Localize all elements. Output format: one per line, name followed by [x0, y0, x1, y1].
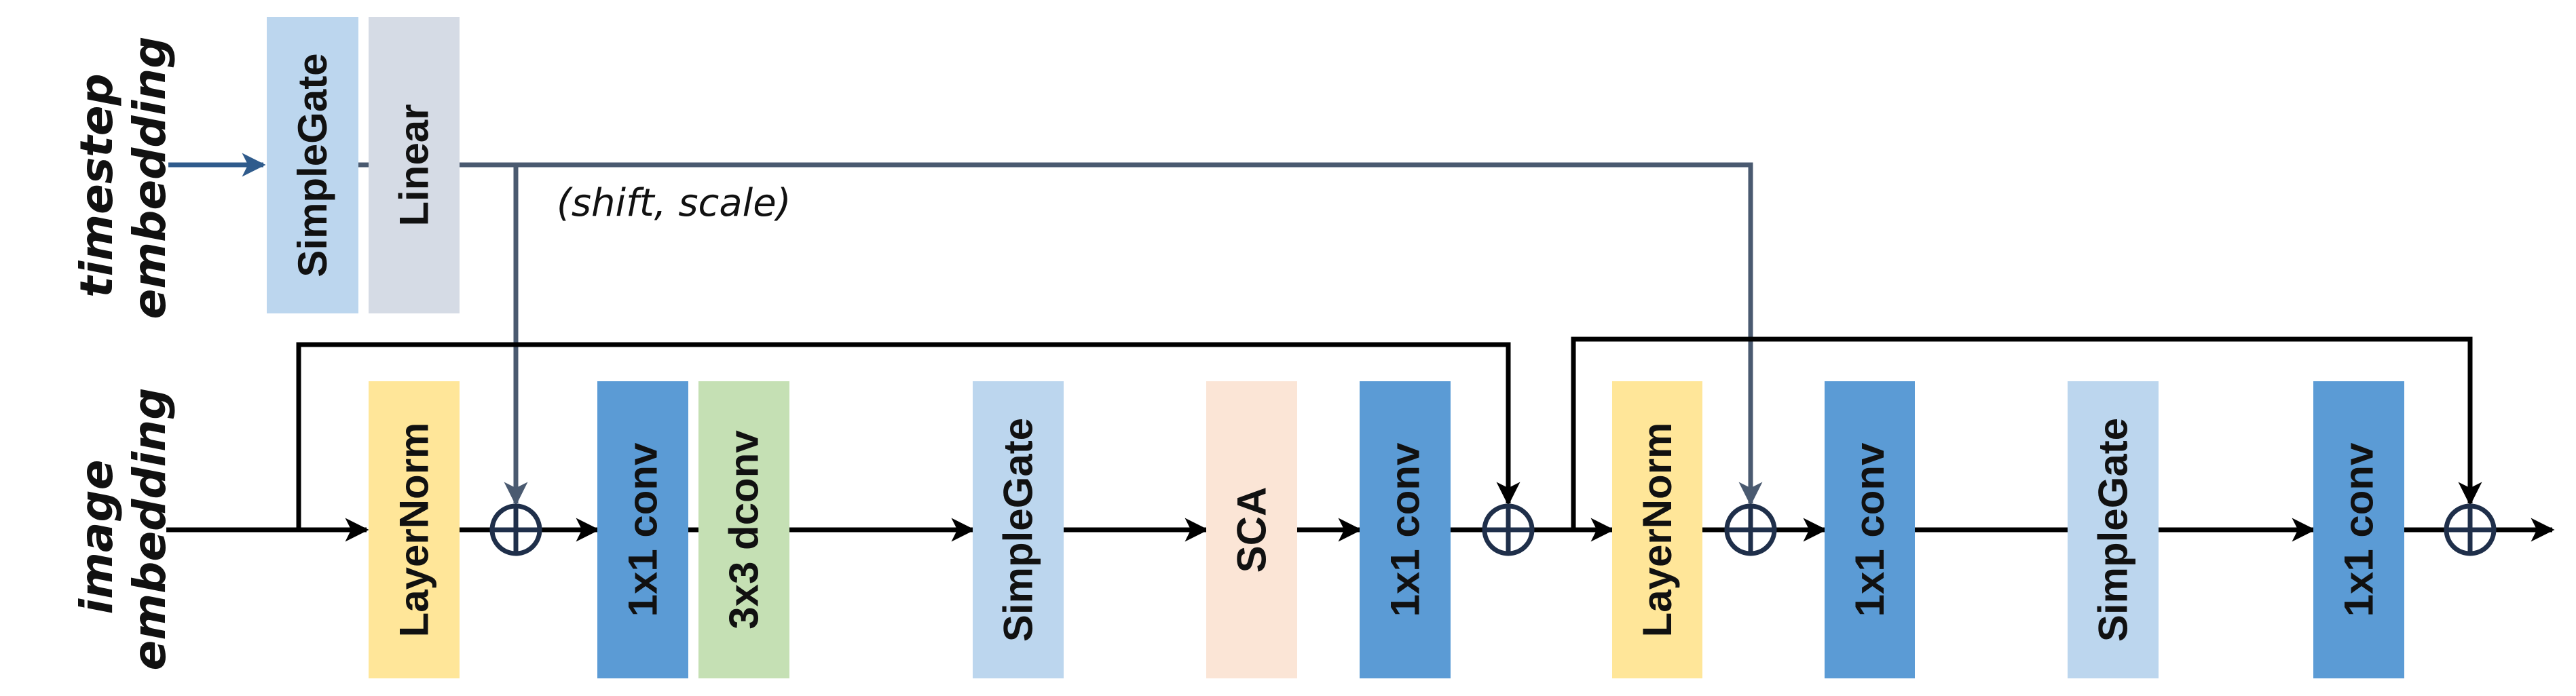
conv1x1-label-4: 1x1 conv: [2336, 442, 2382, 617]
layernorm-block-2: [1612, 381, 1702, 678]
layernorm-block-1: [369, 381, 460, 678]
conv1x1-block-3: [1825, 381, 1915, 678]
adder-node-3: [1724, 503, 1777, 556]
sca-label: SCA: [1229, 487, 1275, 573]
dconv3x3-block: [698, 381, 789, 678]
dconv3x3-label: 3x3 dconv: [722, 430, 767, 630]
timestep-simplegate-label: SimpleGate: [290, 53, 335, 277]
conv1x1-label-1: 1x1 conv: [620, 442, 666, 617]
simplegate-block-2: [2068, 381, 2159, 678]
skip-connection-1: [296, 342, 1520, 530]
layernorm-label-2: LayerNorm: [1635, 423, 1680, 638]
shift-scale-wire-2: [516, 162, 1763, 506]
shift-scale-annotation: (shift, scale): [557, 181, 791, 225]
linear-label: Linear: [392, 104, 437, 226]
shift-scale-wire-1: [460, 162, 528, 506]
simplegate-label-2: SimpleGate: [2091, 418, 2136, 642]
simplegate-label-1: SimpleGate: [996, 418, 1041, 642]
conv1x1-block-4: [2313, 381, 2404, 678]
conv1x1-block-1: [597, 381, 688, 678]
image-embedding-label: image embedding: [71, 388, 176, 671]
timestep-simplegate-block: [267, 17, 358, 313]
adder-node-1: [489, 503, 542, 556]
linear-block: [369, 17, 460, 313]
conv1x1-label-2: 1x1 conv: [1383, 442, 1428, 617]
conv1x1-block-2: [1360, 381, 1451, 678]
timestep-label-line1: timestep: [71, 73, 123, 298]
sca-block: [1206, 381, 1297, 678]
timestep-embedding-label: timestep embedding: [71, 37, 176, 320]
skip-connection-2: [1571, 336, 2482, 530]
image-label-line1: image: [71, 460, 123, 615]
conv1x1-label-3: 1x1 conv: [1847, 442, 1892, 617]
layernorm-label-1: LayerNorm: [392, 423, 437, 638]
simplegate-block-1: [973, 381, 1064, 678]
timestep-label-line2: embedding: [124, 37, 176, 320]
adder-node-4: [2444, 503, 2497, 556]
adder-node-2: [1482, 503, 1535, 556]
